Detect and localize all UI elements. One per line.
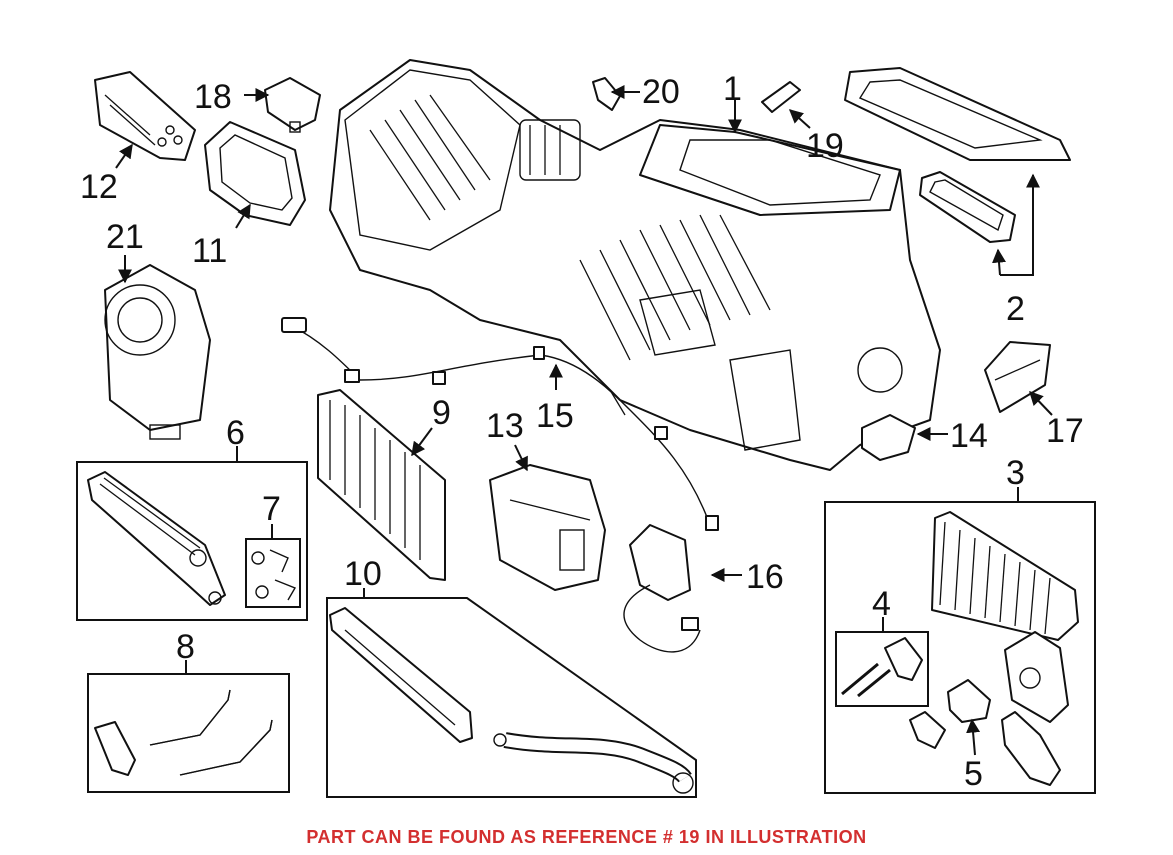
- callout-4: 4: [872, 585, 891, 623]
- callout-19: 19: [806, 127, 844, 165]
- vent-outlet: [94, 71, 196, 161]
- hvac-housing-assembly: [329, 59, 941, 471]
- box-evaporator: [824, 501, 1096, 794]
- harness-bracket: [623, 524, 701, 653]
- bolt-kit: [841, 637, 923, 698]
- callout-15: 15: [536, 397, 574, 435]
- seal-large: [844, 67, 1071, 161]
- callout-10: 10: [344, 555, 382, 593]
- callout-5: 5: [964, 755, 983, 793]
- callout-18: 18: [194, 78, 232, 116]
- wiring-harness: [281, 317, 719, 531]
- duct-17: [984, 341, 1051, 413]
- connector-14: [861, 414, 916, 461]
- callout-2: 2: [1006, 290, 1025, 328]
- cabin-air-filter: [317, 389, 446, 581]
- box-hoses: [87, 673, 290, 793]
- callout-21: 21: [106, 218, 144, 256]
- pipe-assembly: [329, 607, 694, 794]
- coolant-hoses: [94, 689, 273, 776]
- callout-16: 16: [746, 558, 784, 596]
- leader-lines: [115, 85, 1053, 756]
- callout-20: 20: [642, 73, 680, 111]
- callout-6: 6: [226, 414, 245, 452]
- blower-motor: [104, 264, 211, 440]
- callout-12: 12: [80, 168, 118, 206]
- box-heater-core: [76, 461, 308, 621]
- box-seal-kit: [245, 538, 301, 608]
- seal-kit: [251, 549, 297, 601]
- callout-7: 7: [262, 490, 281, 528]
- heater-core: [87, 471, 226, 606]
- callout-8: 8: [176, 628, 195, 666]
- expansion-valve: [909, 679, 1061, 786]
- callout-17: 17: [1046, 412, 1084, 450]
- gasket: [204, 121, 306, 226]
- temperature-sensor: [761, 81, 801, 113]
- evaporator-core: [931, 511, 1079, 723]
- actuator-motor: [489, 464, 606, 591]
- callout-3: 3: [1006, 454, 1025, 492]
- reference-note: PART CAN BE FOUND AS REFERENCE # 19 IN I…: [306, 827, 867, 847]
- callout-13: 13: [486, 407, 524, 445]
- callout-14: 14: [950, 417, 988, 455]
- callout-1: 1: [723, 70, 742, 108]
- callout-9: 9: [432, 394, 451, 432]
- sensor-module: [264, 77, 321, 133]
- seal-small: [919, 171, 1016, 243]
- clip-20: [592, 77, 621, 111]
- callout-11: 11: [192, 232, 227, 270]
- box-pipe: [326, 597, 697, 798]
